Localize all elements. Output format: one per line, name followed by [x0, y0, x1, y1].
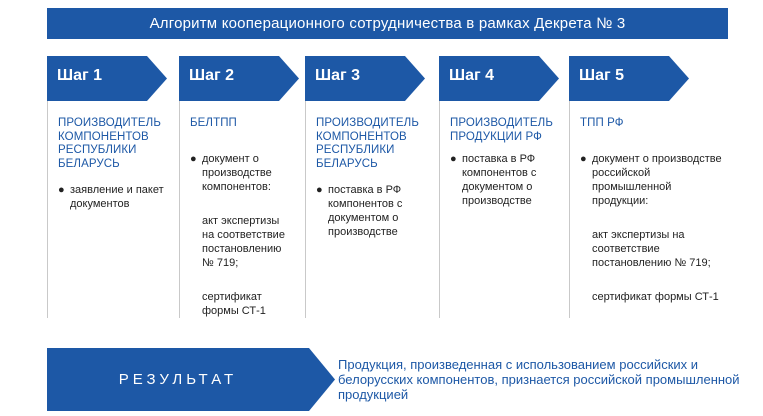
list-item: ●документ о производстве российской пром…: [580, 153, 722, 207]
page-title: Алгоритм кооперационного сотрудничества …: [149, 15, 626, 32]
step-arrow-shape: [569, 56, 689, 101]
list-item: акт экспертизы на соответствие постановл…: [202, 215, 285, 269]
step-5-label: Шаг 5: [579, 67, 624, 84]
bullet-icon: ●: [190, 153, 197, 165]
page-title-banner: Алгоритм кооперационного сотрудничества …: [47, 8, 728, 39]
step-2-header: Шаг 2: [179, 56, 299, 101]
bullet-icon: ●: [316, 184, 323, 196]
step-5-actor: ТПП РФ: [580, 117, 624, 129]
step-3-actor: ПРОИЗВОДИТЕЛЬ КОМПОНЕНТОВ РЕСПУБЛИКИ БЕЛ…: [316, 117, 419, 170]
step-arrow-shape: [47, 56, 167, 101]
list-item: сертификат формы СТ-1: [202, 291, 266, 317]
bullet-icon: ●: [450, 153, 457, 165]
step-4-label: Шаг 4: [449, 67, 494, 84]
step-2-actor: БЕЛТПП: [190, 117, 237, 129]
step-arrow-shape: [305, 56, 425, 101]
step-arrow-shape: [439, 56, 559, 101]
list-item: сертификат формы СТ-1: [592, 291, 719, 303]
result-label: РЕЗУЛЬТАТ: [118, 371, 238, 388]
step-arrow-shape: [179, 56, 299, 101]
list-item: ●документ о производстве компонентов:: [190, 153, 272, 193]
list-item: ●поставка в РФ компонентов с документом …: [450, 153, 537, 207]
step-5-subitems: акт экспертизы на соответствие постановл…: [592, 228, 724, 304]
result-arrow-shape: [47, 348, 335, 411]
step-2-subitems: акт экспертизы на соответствие постановл…: [202, 214, 294, 318]
step-4-items: ●поставка в РФ компонентов с документом …: [450, 152, 554, 208]
step-column-5: Шаг 5 ТПП РФ ●документ о производстве ро…: [569, 56, 730, 318]
list-item: акт экспертизы на соответствие постановл…: [592, 229, 711, 269]
step-4-actor: ПРОИЗВОДИТЕЛЬ ПРОДУКЦИИ РФ: [450, 117, 553, 143]
step-column-2: Шаг 2 БЕЛТПП ●документ о производстве ко…: [179, 56, 299, 318]
step-1-header: Шаг 1: [47, 56, 167, 101]
step-2-items: ●документ о производстве компонентов:: [190, 152, 294, 194]
step-3-label: Шаг 3: [315, 67, 360, 84]
result-description: Продукция, произведенная с использование…: [338, 357, 740, 402]
step-3-items: ●поставка в РФ компонентов с документом …: [316, 183, 420, 239]
bullet-icon: ●: [58, 184, 65, 196]
result-arrow: РЕЗУЛЬТАТ: [47, 348, 337, 416]
list-item: ●поставка в РФ компонентов с документом …: [316, 184, 403, 238]
step-1-actor: ПРОИЗВОДИТЕЛЬ КОМПОНЕНТОВ РЕСПУБЛИКИ БЕЛ…: [58, 117, 161, 170]
step-4-header: Шаг 4: [439, 56, 559, 101]
step-column-1: Шаг 1 ПРОИЗВОДИТЕЛЬ КОМПОНЕНТОВ РЕСПУБЛИ…: [47, 56, 167, 318]
step-column-3: Шаг 3 ПРОИЗВОДИТЕЛЬ КОМПОНЕНТОВ РЕСПУБЛИ…: [305, 56, 425, 318]
bullet-icon: ●: [580, 153, 587, 165]
step-1-items: ●заявление и пакет документов: [58, 183, 168, 211]
list-item: ●заявление и пакет документов: [58, 184, 164, 210]
step-column-4: Шаг 4 ПРОИЗВОДИТЕЛЬ ПРОДУКЦИИ РФ ●постав…: [439, 56, 559, 318]
step-5-items: ●документ о производстве российской пром…: [580, 152, 730, 208]
step-5-header: Шаг 5: [569, 56, 689, 101]
step-1-label: Шаг 1: [57, 67, 102, 84]
step-2-label: Шаг 2: [189, 67, 234, 84]
step-3-header: Шаг 3: [305, 56, 425, 101]
